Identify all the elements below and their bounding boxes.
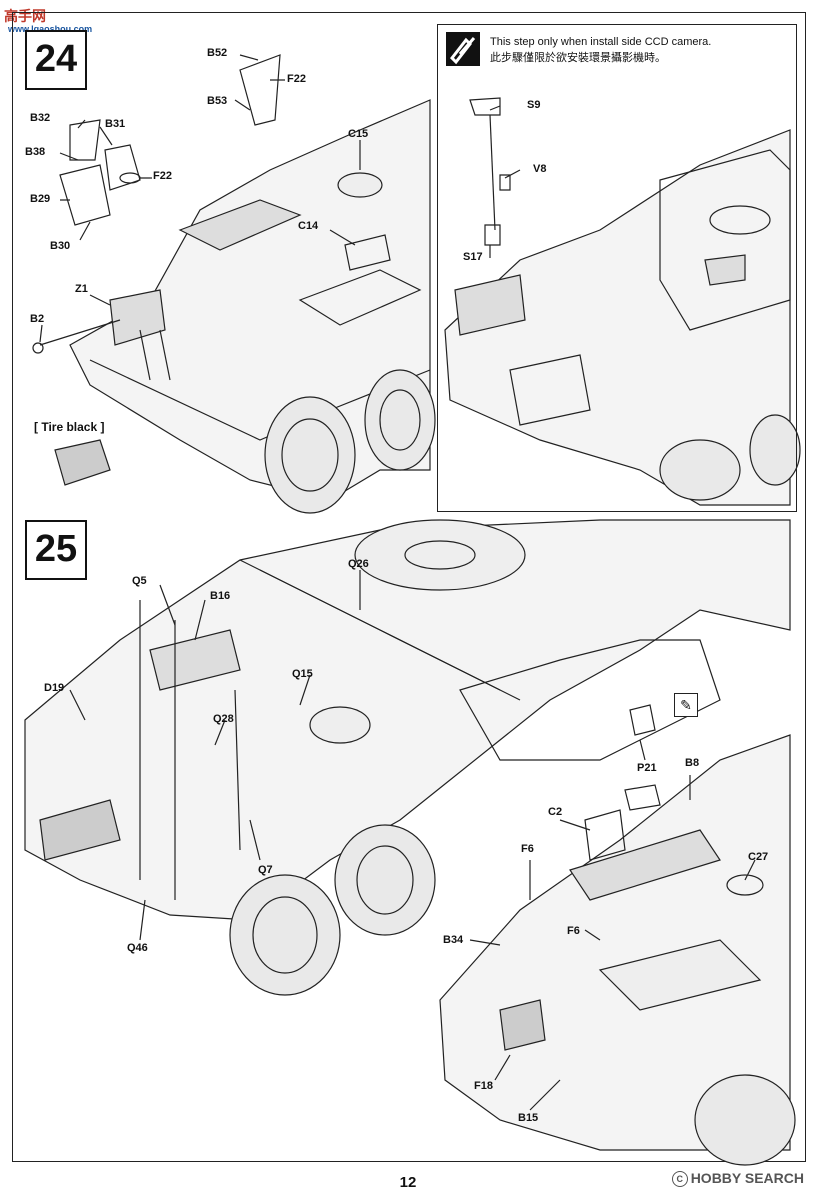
step25-detail-drawing: [439, 704, 796, 1166]
site-logo-url: www.lgaoshou.com: [8, 24, 93, 34]
part-label-s17: S17: [463, 251, 483, 263]
step-25-number: 25: [25, 520, 87, 580]
part-label-q28: Q28: [213, 713, 234, 725]
part-label-b8: B8: [685, 757, 700, 769]
check-icon: ✎: [674, 693, 698, 717]
ccd-warning-icon: [446, 32, 480, 66]
page-frame: [12, 12, 806, 1162]
part-label-v8: V8: [533, 163, 547, 175]
part-label-f22: F22: [153, 170, 172, 182]
part-label-b2: B2: [30, 313, 45, 325]
part-label-f6: F6: [521, 843, 534, 855]
part-label-p21: P21: [637, 762, 657, 774]
part-label-q7: Q7: [258, 864, 273, 876]
part-label-b38: B38: [25, 146, 46, 158]
part-label-b32: B32: [30, 112, 51, 124]
part-label-c27: C27: [748, 851, 769, 863]
ccd-note-english: This step only when install side CCD cam…: [490, 36, 712, 48]
part-label-q15: Q15: [292, 668, 313, 680]
step24-hull-drawing: [32, 54, 436, 514]
copyright-mark: C: [671, 1171, 688, 1188]
part-label-b29: B29: [30, 193, 51, 205]
part-label-b34: B34: [443, 934, 464, 946]
part-label-b52: B52: [207, 47, 228, 59]
part-label-q5: Q5: [132, 575, 147, 587]
part-label-c15: C15: [348, 128, 369, 140]
step-24-number: 24: [25, 30, 87, 90]
part-label-b30: B30: [50, 240, 71, 252]
step25-hull-drawing: [24, 519, 791, 996]
ccd-note-box: [437, 24, 797, 512]
part-label-q46: Q46: [127, 942, 148, 954]
part-label-c2: C2: [548, 806, 563, 818]
part-label-z1: Z1: [75, 283, 88, 295]
part-label-b15: B15: [518, 1112, 539, 1124]
part-label-d19: D19: [44, 682, 65, 694]
part-label-q26: Q26: [348, 558, 369, 570]
paint-note-tire-black: [ Tire black ]: [34, 420, 105, 434]
ccd-hull-drawing: [444, 97, 801, 506]
part-label-s9: S9: [527, 99, 541, 111]
watermark-brand: HOBBY SEARCH: [690, 1170, 804, 1186]
part-label-f18: F18: [474, 1080, 493, 1092]
page-number: 12: [399, 1174, 417, 1191]
part-label-b16: B16: [210, 590, 231, 602]
part-label-b31: B31: [105, 118, 126, 130]
ccd-note-chinese: 此步驟僅限於欲安裝環景攝影機時。: [490, 52, 666, 64]
part-label-f6: F6: [567, 925, 580, 937]
part-label-f22: F22: [287, 73, 306, 85]
part-label-b53: B53: [207, 95, 228, 107]
part-label-c14: C14: [298, 220, 319, 232]
